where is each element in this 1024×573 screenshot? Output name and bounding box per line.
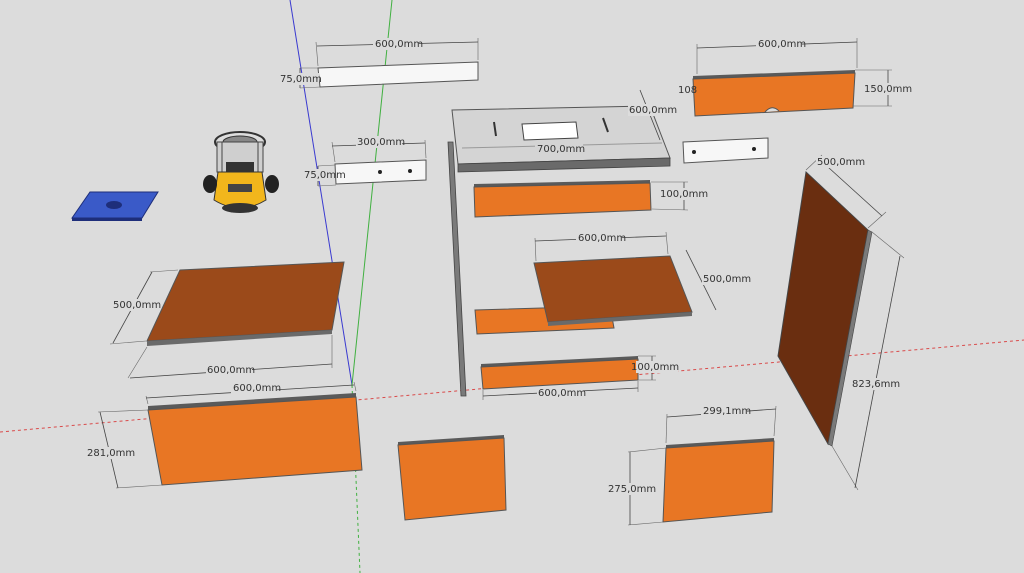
- dim-label: 100,0mm: [631, 362, 679, 373]
- dim-label: 300,0mm: [357, 137, 405, 148]
- dim-lower-rail-height: 100,0mm: [631, 355, 679, 381]
- dim-top-white-height: 75,0mm: [279, 67, 322, 89]
- dim-label: 600,0mm: [375, 39, 423, 50]
- dim-label: 75,0mm: [280, 74, 322, 85]
- right-white-panel[interactable]: [682, 137, 769, 164]
- dim-lower-rail-width: 600,0mm: [482, 381, 639, 400]
- small-white-panel[interactable]: [334, 159, 427, 185]
- router[interactable]: [203, 131, 279, 213]
- top-right-orange-panel[interactable]: [692, 70, 856, 117]
- dim-label: 600,0mm: [758, 39, 806, 50]
- dim-drawer-front-height: 100,0mm: [651, 181, 708, 211]
- dim-left-board-depth: 500,0mm: [109, 269, 179, 345]
- blue-axis: [289, 0, 353, 386]
- bottom-door-panel[interactable]: [397, 435, 507, 521]
- vertical-stile[interactable]: [447, 141, 467, 397]
- dim-top-right-width: 600,0mm: [696, 38, 858, 74]
- green-axis: [351, 0, 393, 386]
- dim-label: 600,0mm: [207, 365, 255, 376]
- dim-small-door-width: 299,1mm: [665, 405, 777, 444]
- front-panel[interactable]: [147, 393, 363, 486]
- side-panel[interactable]: [777, 170, 873, 447]
- dim-label: 281,0mm: [87, 448, 135, 459]
- top-white-panel[interactable]: [317, 61, 479, 88]
- dim-mid-shelf-depth: 500,0mm: [685, 249, 751, 311]
- dim-label: 275,0mm: [608, 484, 656, 495]
- dim-side-panel-depth: 500,0mm: [805, 154, 887, 229]
- dim-label: 100,0mm: [660, 189, 708, 200]
- dim-label: 600,0mm: [538, 388, 586, 399]
- dim-label: 500,0mm: [703, 274, 751, 285]
- dim-left-board-width: 600,0mm: [127, 335, 333, 379]
- dim-label: 823,6mm: [852, 379, 900, 390]
- dim-front-panel-width: 600,0mm: [145, 381, 357, 405]
- dim-label: 75,0mm: [304, 170, 346, 181]
- lower-rail-panel[interactable]: [480, 356, 639, 390]
- dim-top-right-left: 108: [678, 85, 697, 96]
- dim-tabletop-depth: 600,0mm: [628, 89, 677, 141]
- small-door-panel[interactable]: [662, 438, 775, 523]
- dim-small-white-height: 75,0mm: [303, 164, 346, 187]
- left-board[interactable]: [146, 261, 345, 346]
- dim-label: 600,0mm: [233, 383, 281, 394]
- dim-mid-shelf-width: 600,0mm: [534, 231, 669, 262]
- dim-label: 600,0mm: [578, 233, 626, 244]
- dim-side-panel-height: 823,6mm: [831, 231, 905, 491]
- tabletop-panel[interactable]: [451, 105, 671, 173]
- drawer-front-panel[interactable]: [473, 180, 652, 218]
- dim-label: 600,0mm: [629, 105, 677, 116]
- dim-front-panel-height: 281,0mm: [86, 409, 163, 489]
- dim-top-white-width: 600,0mm: [315, 38, 479, 67]
- dim-top-right-height: 150,0mm: [853, 69, 912, 107]
- dim-small-white-width: 300,0mm: [331, 136, 427, 163]
- dim-tabletop-width: 700,0mm: [535, 143, 585, 155]
- dim-small-door-height: 275,0mm: [607, 447, 667, 526]
- dim-label: 299,1mm: [703, 406, 751, 417]
- dim-label: 700,0mm: [537, 144, 585, 155]
- router-plate[interactable]: [71, 191, 159, 221]
- dim-label: 150,0mm: [864, 84, 912, 95]
- dim-label: 500,0mm: [817, 157, 865, 168]
- dim-label: 108: [678, 85, 697, 96]
- dim-label: 500,0mm: [113, 300, 161, 311]
- middle-shelf[interactable]: [533, 255, 693, 326]
